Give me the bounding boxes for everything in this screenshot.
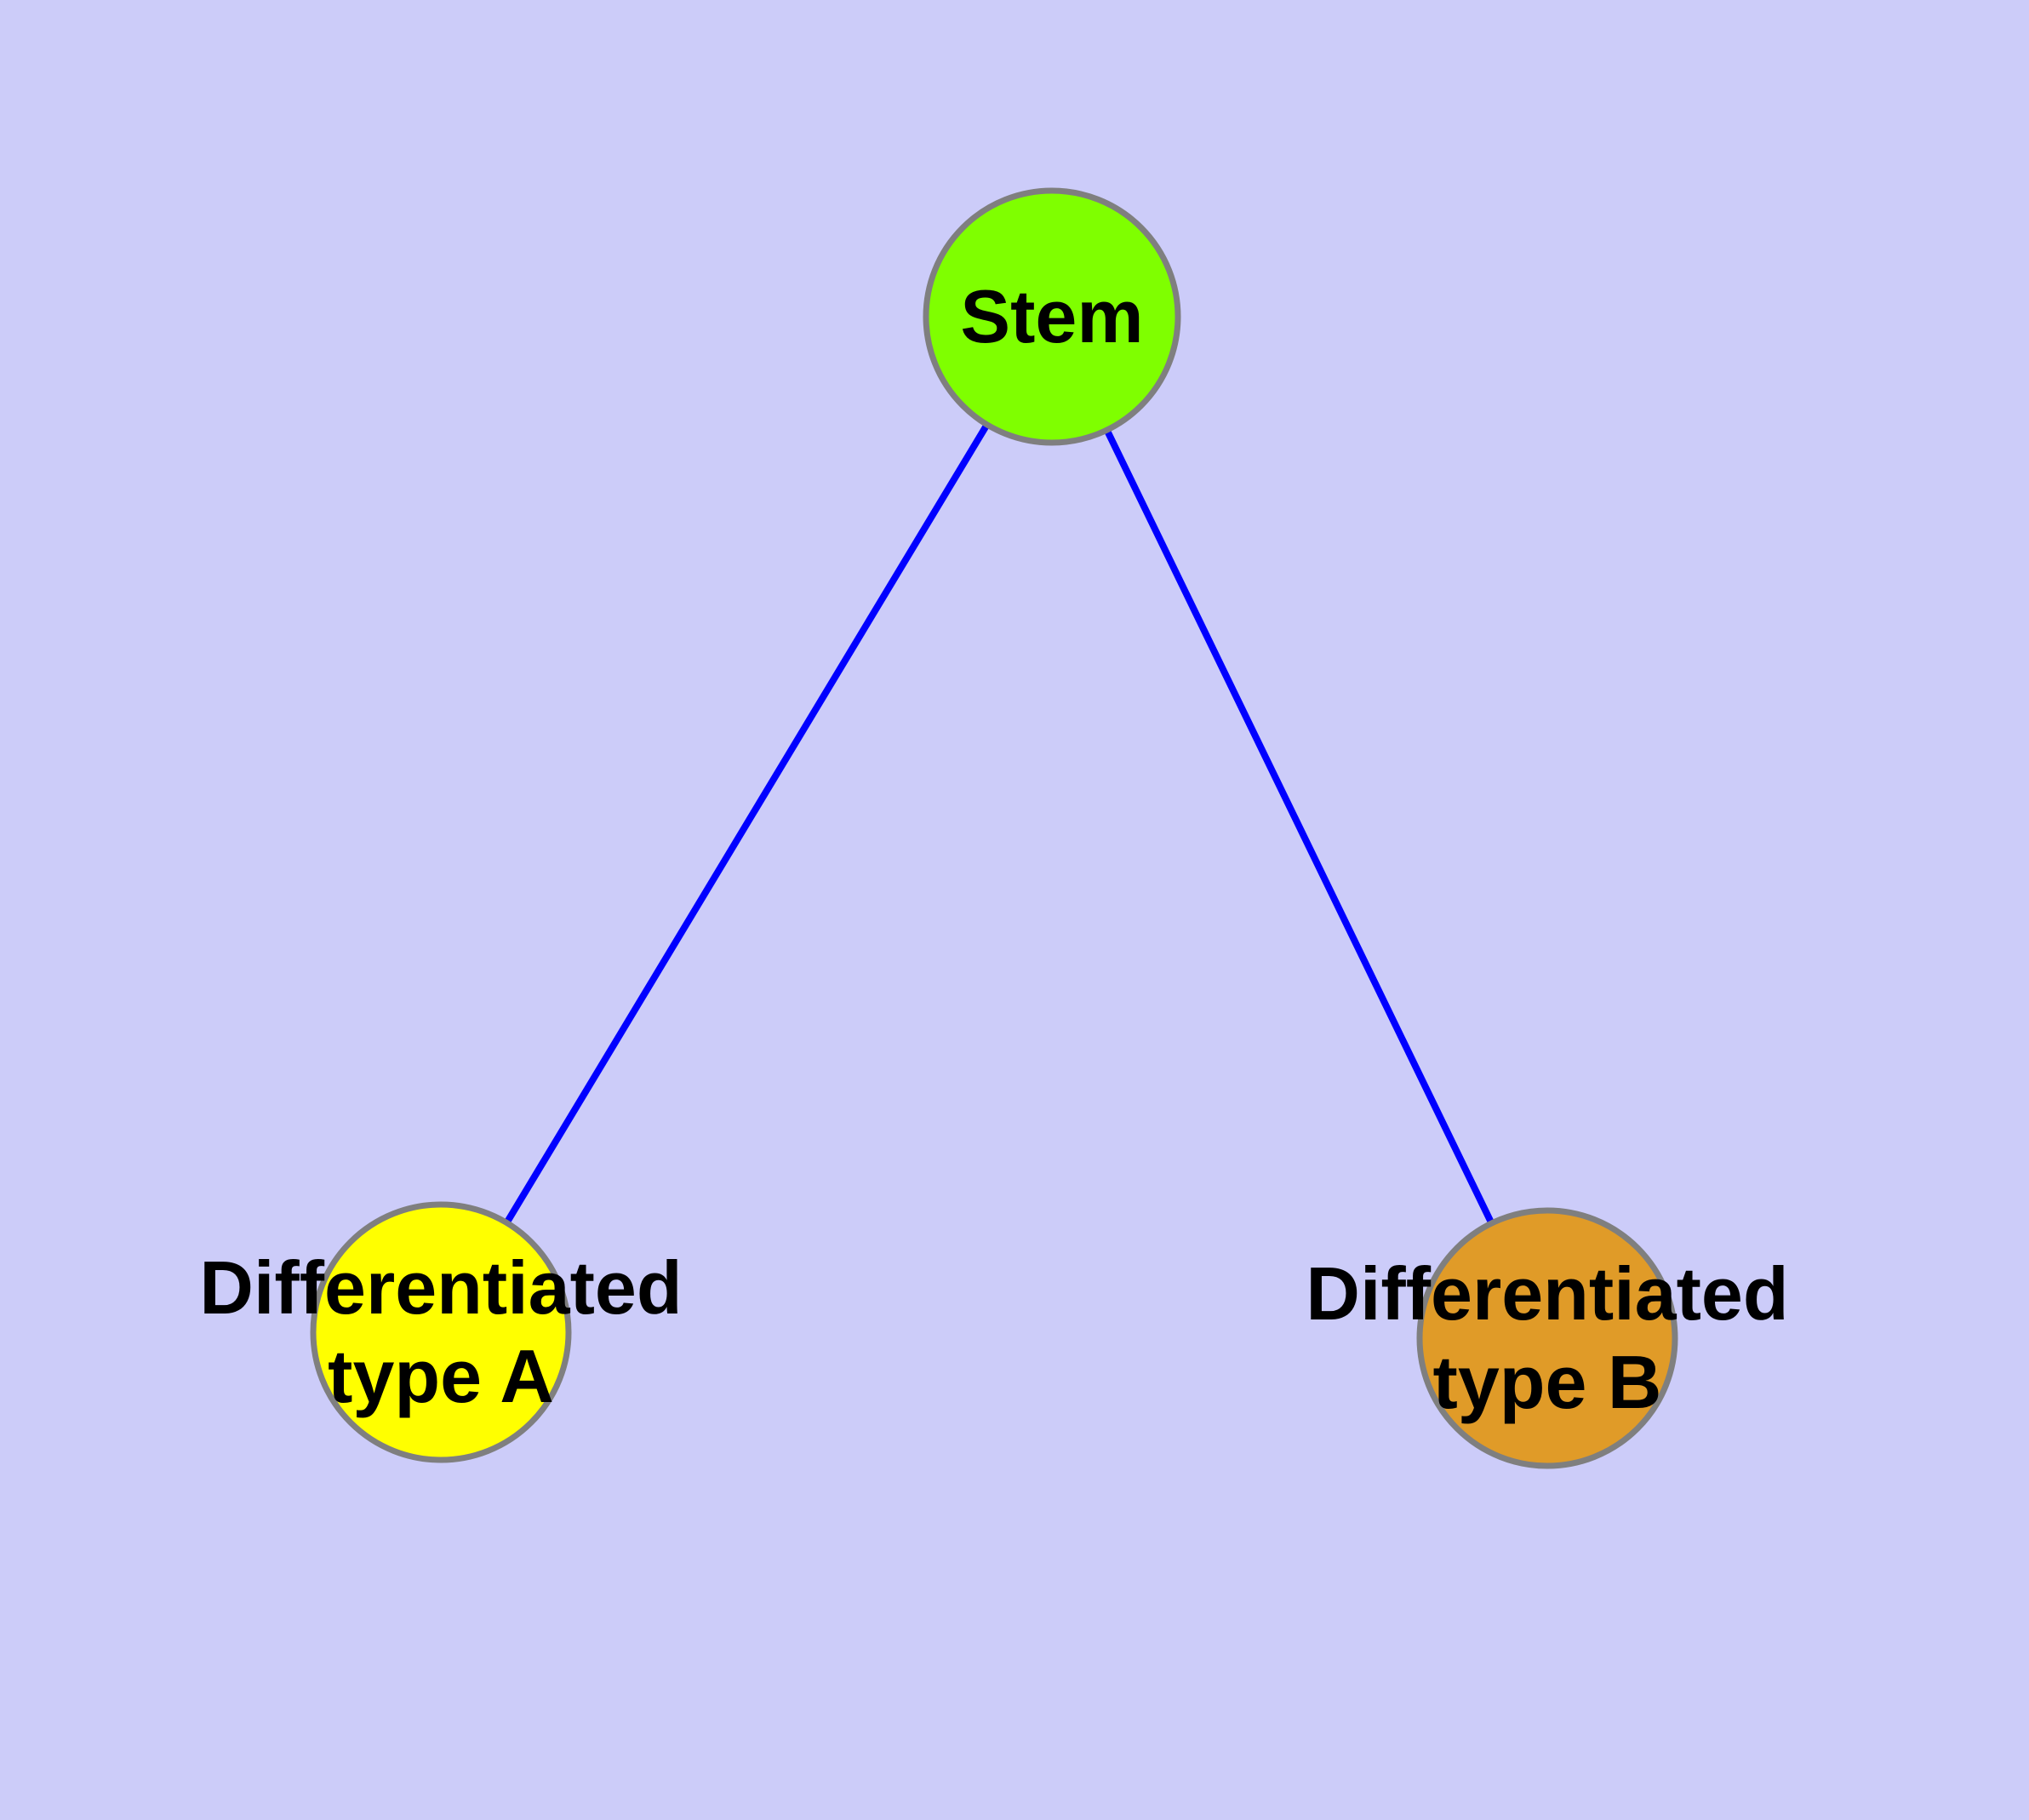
graph-node-label-line: Differentiated — [199, 1245, 682, 1330]
graph-node-label-line: type A — [328, 1334, 554, 1418]
graph-node-label-stem: Stem — [960, 274, 1143, 358]
node-layer — [310, 187, 1678, 1469]
graph-edge[interactable] — [437, 314, 1055, 1335]
graph-node-label-line: Stem — [960, 274, 1143, 358]
graph-node-stem[interactable] — [923, 187, 1181, 446]
graph-node-label-line: Differentiated — [1306, 1251, 1788, 1336]
graph-edge[interactable] — [1049, 315, 1551, 1340]
graph-node-diff_a[interactable] — [310, 1201, 572, 1463]
graph-node-label-line: type B — [1433, 1340, 1662, 1424]
edge-layer — [437, 314, 1551, 1340]
graph-node-diff_b[interactable] — [1416, 1207, 1678, 1469]
